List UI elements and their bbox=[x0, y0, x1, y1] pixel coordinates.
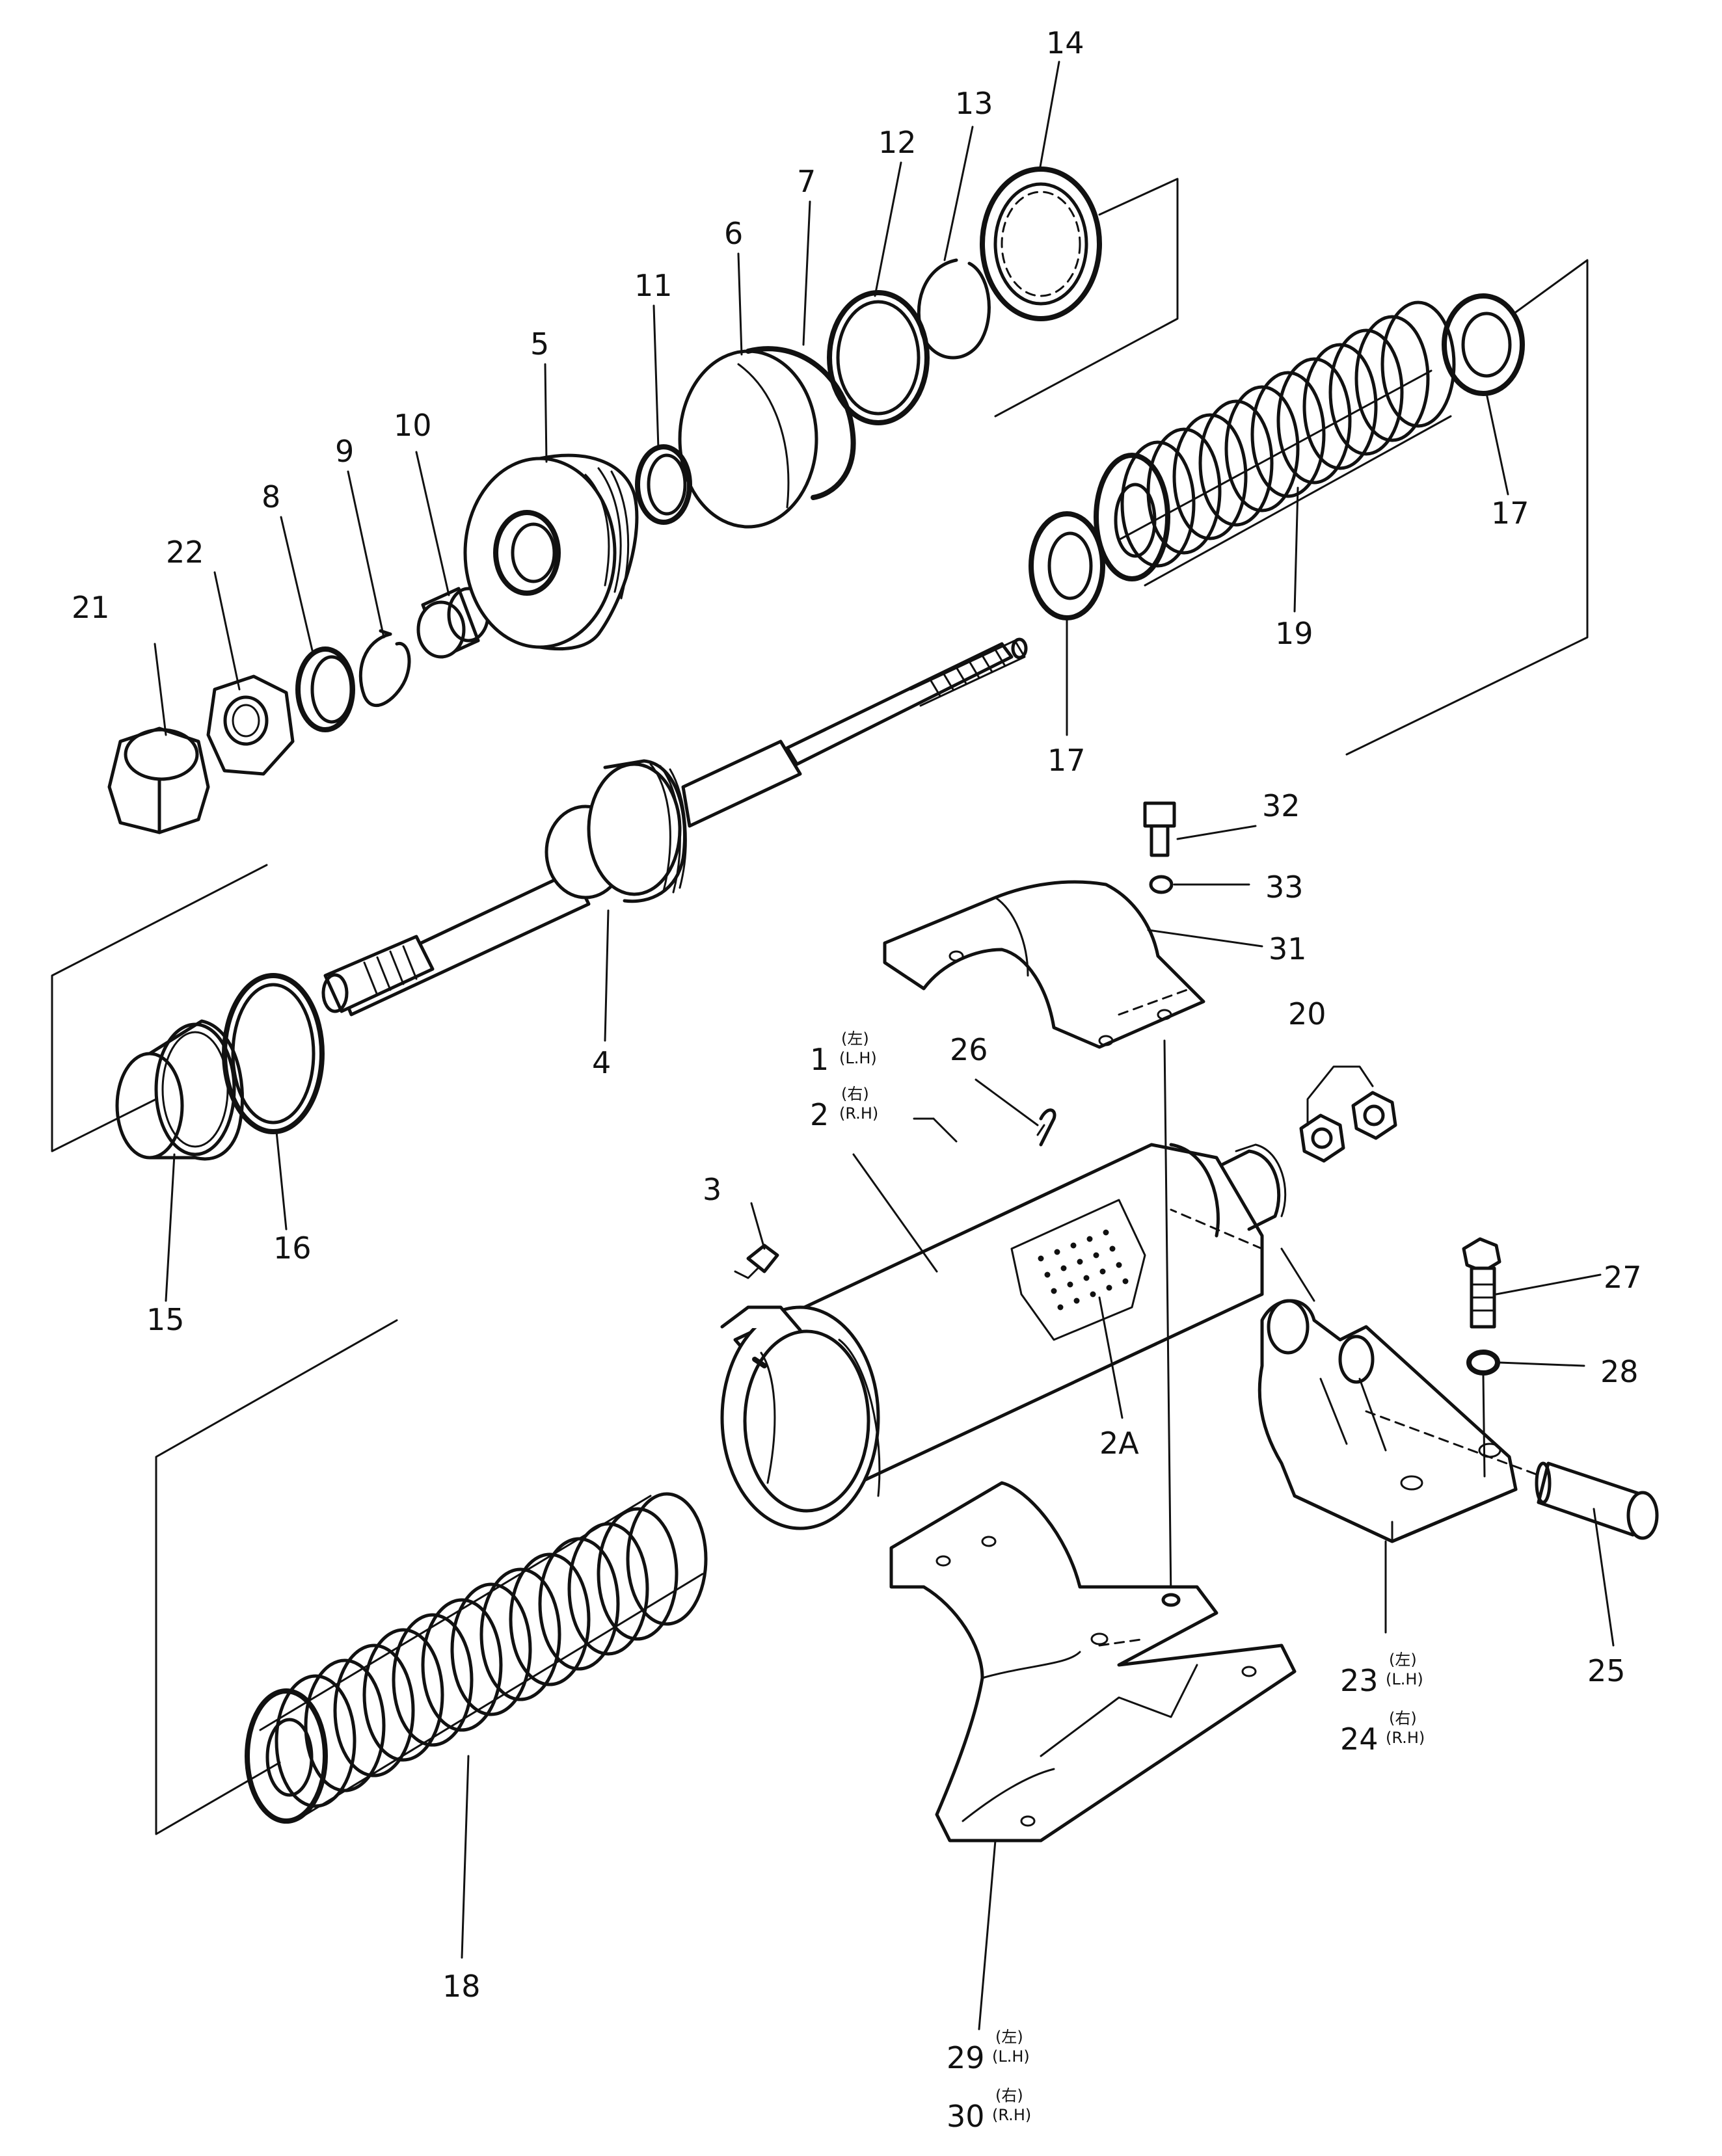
label-part-24-side: (R.H) bbox=[1386, 1729, 1425, 1747]
label-part-17-lower: 17 bbox=[1047, 743, 1086, 778]
group-outline-lower-spring bbox=[155, 1319, 398, 1835]
part-26-cotter-pin bbox=[1036, 1108, 1056, 1147]
label-part-8: 8 bbox=[262, 479, 280, 514]
part-22-nut bbox=[206, 674, 295, 776]
label-part-23-jp: (左) bbox=[1389, 1651, 1417, 1669]
part-9-snap-ring bbox=[358, 629, 411, 707]
part-20-nuts bbox=[1299, 1065, 1397, 1163]
label-part-5: 5 bbox=[530, 326, 549, 362]
label-part-14: 14 bbox=[1046, 25, 1084, 60]
label-part-21: 21 bbox=[72, 590, 110, 625]
part-28-washer bbox=[1466, 1350, 1500, 1376]
label-part-24: 24 bbox=[1340, 1722, 1379, 1757]
group-outline-upper-spring bbox=[1345, 259, 1589, 756]
part-3-grease-fitting bbox=[734, 1244, 779, 1279]
part-17-upper-spacer bbox=[1442, 293, 1525, 396]
label-part-13: 13 bbox=[955, 86, 993, 121]
label-part-6: 6 bbox=[724, 216, 743, 251]
label-part-4: 4 bbox=[592, 1045, 611, 1080]
label-part-15: 15 bbox=[146, 1302, 185, 1337]
part-5-piston bbox=[463, 453, 639, 651]
label-part-30-side: (R.H) bbox=[992, 2106, 1031, 2124]
label-part-27: 27 bbox=[1604, 1260, 1642, 1295]
label-part-29: 29 bbox=[947, 2040, 985, 2075]
part-16-o-ring bbox=[222, 973, 325, 1134]
part-18-spring bbox=[245, 1492, 708, 1824]
part-17-lower-spacer bbox=[1029, 511, 1105, 620]
part-13-snap-ring bbox=[917, 258, 991, 360]
part-7-band bbox=[746, 346, 856, 500]
label-part-32: 32 bbox=[1262, 788, 1300, 823]
label-part-25: 25 bbox=[1587, 1653, 1626, 1688]
part-31-upper-bracket bbox=[883, 880, 1205, 1049]
part-14-seal bbox=[980, 166, 1102, 321]
alignment-line-bracket-bolt bbox=[1163, 1039, 1172, 1601]
part-6-wear-ring bbox=[678, 349, 818, 529]
part-21-cap-nut bbox=[107, 726, 210, 834]
part-1-2-cylinder bbox=[720, 1143, 1287, 1530]
part-23-24-mount-bracket bbox=[1170, 1208, 1518, 1543]
leader-lines bbox=[154, 60, 1615, 2030]
label-part-7: 7 bbox=[797, 164, 816, 199]
label-part-2-jp: (右) bbox=[841, 1085, 869, 1103]
label-part-23-side: (L.H) bbox=[1386, 1670, 1423, 1688]
label-part-20: 20 bbox=[1288, 996, 1326, 1031]
label-part-29-side: (L.H) bbox=[992, 2047, 1030, 2066]
label-part-1-jp: (左) bbox=[841, 1030, 869, 1048]
label-part-30-jp: (右) bbox=[995, 2086, 1023, 2105]
label-part-1: 1 bbox=[810, 1042, 829, 1077]
group-outline-piston-assembly bbox=[994, 178, 1179, 418]
label-part-22: 22 bbox=[166, 535, 204, 570]
part-4-rod bbox=[321, 637, 1028, 1017]
label-part-31: 31 bbox=[1269, 931, 1307, 966]
label-part-2A: 2A bbox=[1099, 1426, 1139, 1461]
group-outline-seal-set bbox=[51, 864, 268, 1152]
label-part-1-side: (L.H) bbox=[839, 1049, 877, 1067]
part-32-bolt bbox=[1143, 801, 1176, 857]
part-33-washer bbox=[1149, 875, 1174, 894]
label-part-2: 2 bbox=[810, 1097, 829, 1132]
label-part-33: 33 bbox=[1265, 870, 1304, 905]
label-part-12: 12 bbox=[878, 125, 917, 160]
label-part-18: 18 bbox=[442, 1969, 481, 2004]
part-27-bolt bbox=[1462, 1237, 1501, 1329]
part-19-spring bbox=[1094, 300, 1456, 587]
label-part-9: 9 bbox=[335, 434, 354, 469]
label-part-17-upper: 17 bbox=[1491, 496, 1529, 531]
label-part-10: 10 bbox=[394, 408, 432, 443]
label-part-11: 11 bbox=[634, 268, 673, 303]
label-part-28: 28 bbox=[1600, 1354, 1639, 1389]
label-part-19: 19 bbox=[1275, 616, 1313, 651]
label-part-30: 30 bbox=[947, 2099, 985, 2134]
label-part-24-jp: (右) bbox=[1389, 1709, 1417, 1727]
label-part-26: 26 bbox=[950, 1032, 988, 1067]
part-29-30-lower-bracket bbox=[889, 1481, 1297, 1843]
part-12-ring bbox=[827, 290, 930, 425]
part-25-pin bbox=[1365, 1410, 1659, 1540]
label-part-16: 16 bbox=[273, 1231, 312, 1266]
part-labels: 21 22 8 9 10 5 11 6 7 12 13 14 17 19 17 … bbox=[72, 25, 1642, 2134]
label-part-2-side: (R.H) bbox=[839, 1104, 878, 1123]
label-part-29-jp: (左) bbox=[995, 2028, 1023, 2046]
part-15-collar bbox=[115, 1019, 244, 1161]
alignment-line-bracket-bolt-27 bbox=[1482, 1374, 1486, 1478]
label-part-3: 3 bbox=[703, 1172, 721, 1207]
part-8-ring bbox=[295, 646, 355, 732]
label-part-23: 23 bbox=[1340, 1663, 1379, 1698]
